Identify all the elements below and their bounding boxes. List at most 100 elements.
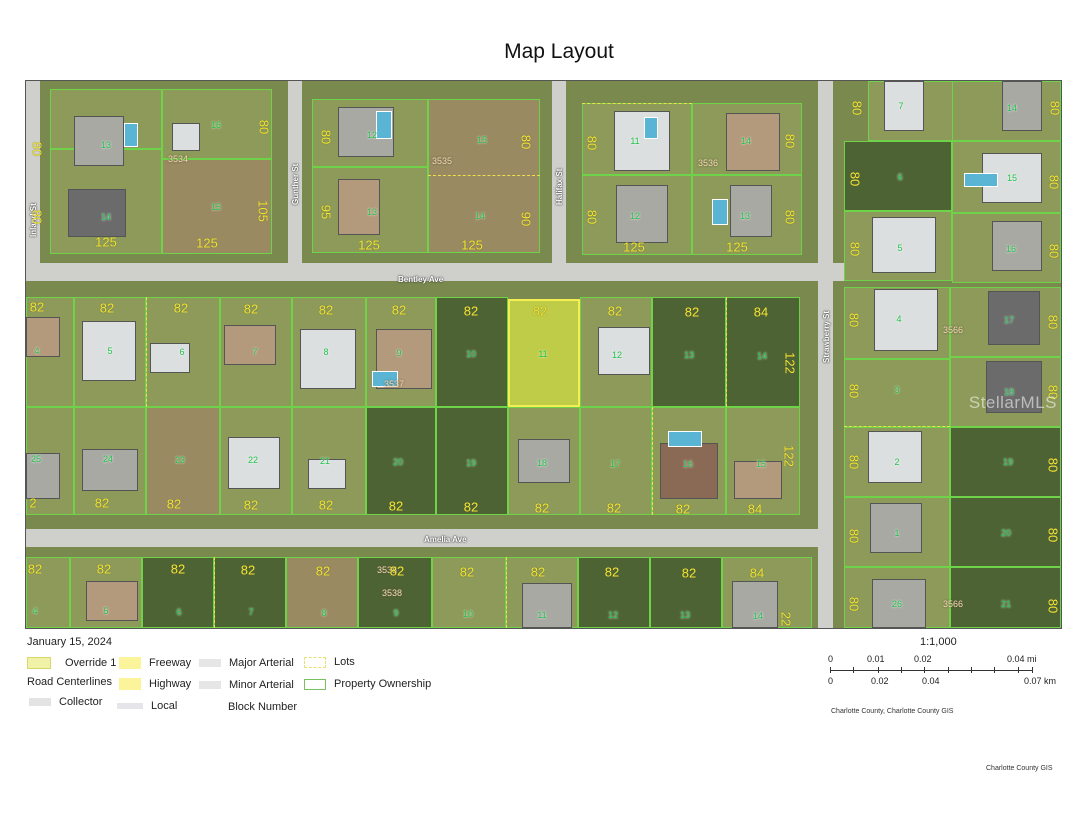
legend-label: Block Number	[228, 701, 298, 713]
lot-dimension: 125	[726, 239, 748, 255]
lot-dimension: 80	[518, 134, 534, 150]
house	[308, 459, 346, 489]
selected-parcel-11[interactable]	[508, 299, 580, 407]
parcel[interactable]	[162, 159, 272, 254]
lot-dimension: 82	[99, 300, 115, 316]
parcel[interactable]	[286, 557, 358, 628]
major-arterial-swatch-icon	[199, 659, 221, 667]
scale-tick-label: 0.02	[914, 654, 932, 664]
legend-label: Property Ownership	[334, 678, 432, 690]
lot-number: 11	[538, 349, 548, 359]
parcel[interactable]	[358, 557, 432, 628]
parcel[interactable]	[580, 407, 652, 515]
lot-number: 13	[679, 610, 691, 620]
lot-number: 19	[465, 458, 477, 468]
legend-minor-arterial: Minor Arterial	[199, 679, 294, 691]
house	[68, 189, 126, 237]
lot-dimension: 80	[846, 528, 862, 544]
lot-dimension: 82	[391, 302, 407, 318]
lot-dimension: 84	[749, 565, 765, 581]
lot-dimension: 82	[243, 497, 259, 513]
road-gunther-st	[288, 81, 302, 271]
parcel[interactable]	[428, 99, 540, 253]
lot-number: 24	[102, 454, 114, 464]
lot-number: 4	[896, 314, 902, 324]
house	[172, 123, 200, 151]
lot-dimension: 82	[606, 500, 622, 516]
lot-number: 15	[210, 202, 222, 212]
highway-swatch-icon	[119, 678, 141, 690]
lot-dimension: 82	[166, 496, 182, 512]
lot-dimension: 80	[782, 133, 798, 149]
map-frame[interactable]: Bentley Ave Amelia Ave Inland St Gunther…	[25, 80, 1062, 629]
block-number: 3538	[381, 588, 403, 598]
road-label-halifax: Halifax St	[555, 168, 564, 205]
lot-number: 1	[894, 528, 900, 538]
parcel[interactable]	[950, 567, 1061, 628]
lot-number: 11	[630, 136, 640, 146]
lot-dimension: 82	[170, 561, 186, 577]
lot-dimension: 80	[846, 383, 862, 399]
parcel[interactable]	[26, 557, 70, 628]
parcel[interactable]	[436, 407, 508, 515]
pool	[668, 431, 702, 447]
lot-number: 15	[1006, 173, 1018, 183]
lot-number: 18	[1003, 387, 1015, 397]
house	[988, 291, 1040, 345]
lot-dimension: 125	[358, 237, 380, 253]
lot-dimension: 82	[604, 564, 620, 580]
parcel[interactable]	[650, 557, 722, 628]
legend-road-centerlines: Road Centerlines	[27, 676, 112, 688]
house	[338, 179, 380, 235]
scale-tick	[830, 667, 831, 673]
freeway-swatch-icon	[119, 657, 141, 669]
lot-number: 10	[465, 349, 477, 359]
lot-dimension: 80	[1046, 243, 1062, 259]
legend-freeway: Freeway	[119, 657, 191, 669]
lot-dimension: 82	[463, 499, 479, 515]
house	[518, 439, 570, 483]
scale-tick	[901, 667, 902, 673]
lot-dimension: 82	[530, 564, 546, 580]
legend-local: Local	[117, 700, 177, 712]
house	[868, 431, 922, 483]
parcel[interactable]	[214, 557, 286, 628]
scale-tick-label: 0.01	[867, 654, 885, 664]
lot-number: 12	[366, 130, 378, 140]
parcel[interactable]	[950, 427, 1061, 497]
parcel[interactable]	[366, 407, 436, 515]
lot-dimension: 82	[534, 500, 550, 516]
lot-dimension: 105	[255, 200, 271, 222]
parcel[interactable]	[950, 497, 1061, 567]
parcel[interactable]	[844, 141, 952, 211]
scale-tick-label: 0.07 km	[1024, 676, 1057, 686]
parcel[interactable]	[578, 557, 650, 628]
lot-dimension: 82	[607, 303, 623, 319]
block-number: 3538	[376, 565, 398, 575]
lot-number: 6	[179, 347, 185, 357]
parcel[interactable]	[432, 557, 506, 628]
lot-dimension: 82	[532, 303, 548, 319]
road-halifax-st	[552, 81, 566, 271]
lot-number: 5	[107, 346, 113, 356]
lot-number: 7	[898, 101, 904, 111]
lot-number: 13	[683, 350, 695, 360]
parcel[interactable]	[844, 359, 950, 427]
scale-line	[830, 670, 1032, 671]
scale-tick-label: 0	[828, 676, 834, 686]
lot-dimension: 80	[584, 135, 600, 151]
lot-dimension: 82	[681, 565, 697, 581]
road-inland-st	[26, 81, 40, 271]
parcel[interactable]	[142, 557, 214, 628]
lot-dimension: 80	[29, 141, 45, 157]
parcel[interactable]	[652, 297, 726, 407]
lot-number: 2	[894, 457, 900, 467]
lot-dimension: 80	[29, 209, 45, 225]
lot-number: 16	[210, 120, 222, 130]
house	[660, 443, 718, 499]
house	[874, 289, 938, 351]
house	[26, 317, 60, 357]
parcel[interactable]	[146, 407, 220, 515]
road-bentley-ave	[26, 263, 1061, 281]
parcel[interactable]	[436, 297, 508, 407]
